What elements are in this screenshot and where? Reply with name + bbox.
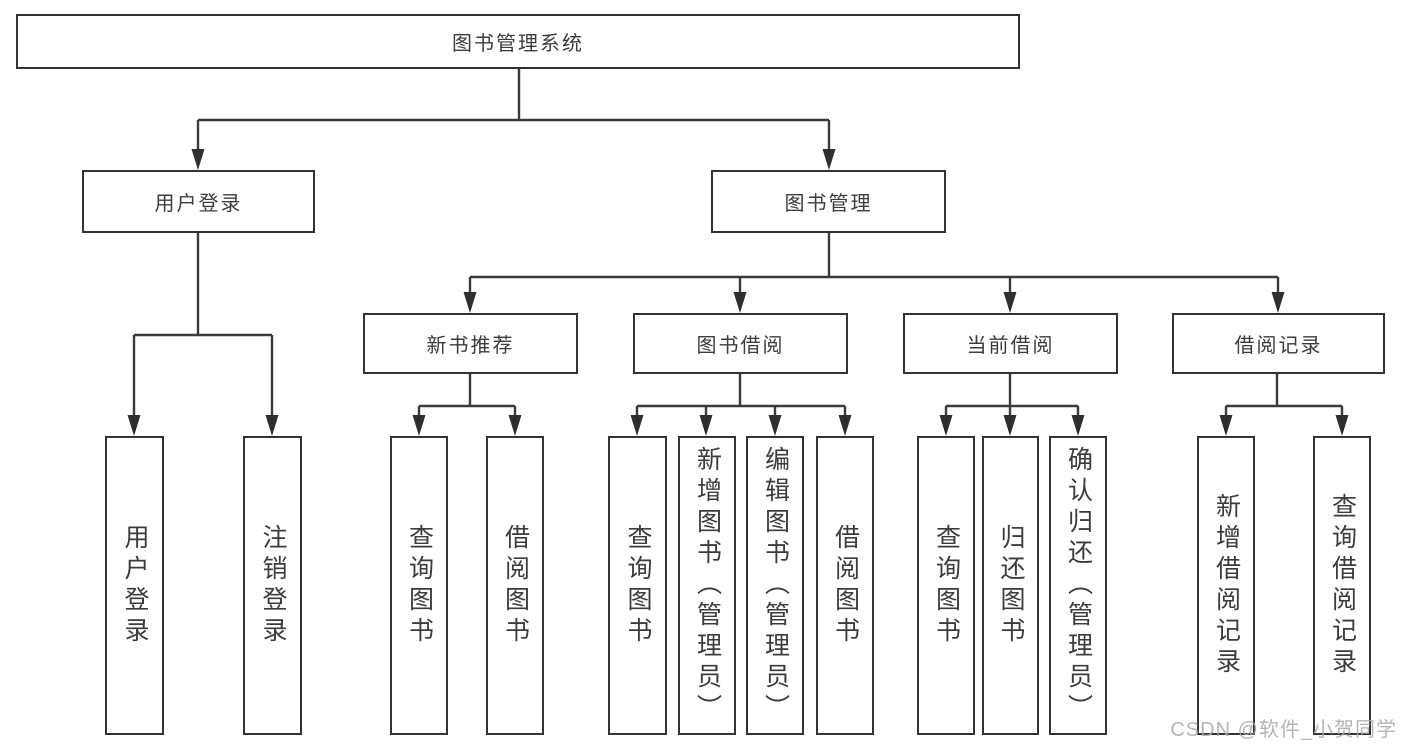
node-borrow-records-label: 借阅记录 [1234,335,1323,357]
node-book-borrow: 图书借阅 [633,313,848,374]
leaf-query-books-recommend-label: 查询图书 [405,523,434,648]
node-current-borrow-label: 当前借阅 [966,335,1055,357]
leaf-logout: 注销登录 [243,436,302,735]
leaf-borrow-books-borrow-label: 借阅图书 [831,523,860,648]
leaf-query-books-current-label: 查询图书 [932,523,961,648]
leaf-add-book-admin-label: 新增图书（管理员） [693,446,722,725]
leaf-add-book-admin: 新增图书（管理员） [678,436,736,735]
leaf-query-borrow-record-label: 查询借阅记录 [1328,492,1357,679]
node-root-label: 图书管理系统 [452,33,584,55]
leaf-query-books-borrow-label: 查询图书 [624,523,652,648]
leaf-user-login-label: 用户登录 [121,523,149,648]
node-book-management: 图书管理 [711,170,946,233]
node-current-borrow: 当前借阅 [903,313,1118,374]
leaf-add-borrow-record-label: 新增借阅记录 [1212,492,1241,679]
leaf-edit-book-admin-label: 编辑图书（管理员） [761,446,790,725]
leaf-add-borrow-record: 新增借阅记录 [1197,436,1255,735]
leaf-edit-book-admin: 编辑图书（管理员） [746,436,804,735]
leaf-query-books-recommend: 查询图书 [390,436,448,735]
watermark: CSDN @软件_小贺同学 [1170,719,1397,741]
leaf-user-login: 用户登录 [105,436,164,735]
node-borrow-records: 借阅记录 [1172,313,1385,374]
node-root: 图书管理系统 [16,14,1020,69]
leaf-borrow-books-borrow: 借阅图书 [816,436,874,735]
leaf-confirm-return-admin-label: 确认归还（管理员） [1064,446,1093,725]
leaf-logout-label: 注销登录 [259,523,287,648]
node-user-login-label: 用户登录 [154,193,243,215]
node-user-login: 用户登录 [82,170,315,233]
node-book-borrow-label: 图书借阅 [696,335,785,357]
leaf-borrow-books-recommend: 借阅图书 [486,436,544,735]
leaf-return-book: 归还图书 [982,436,1039,735]
leaf-query-borrow-record: 查询借阅记录 [1313,436,1371,735]
node-new-book-recommend-label: 新书推荐 [426,335,515,357]
leaf-borrow-books-recommend-label: 借阅图书 [501,523,530,648]
node-new-book-recommend: 新书推荐 [363,313,578,374]
leaf-return-book-label: 归还图书 [997,523,1025,648]
node-book-management-label: 图书管理 [784,193,873,215]
leaf-confirm-return-admin: 确认归还（管理员） [1049,436,1107,735]
leaf-query-books-borrow: 查询图书 [608,436,667,735]
leaf-query-books-current: 查询图书 [917,436,975,735]
